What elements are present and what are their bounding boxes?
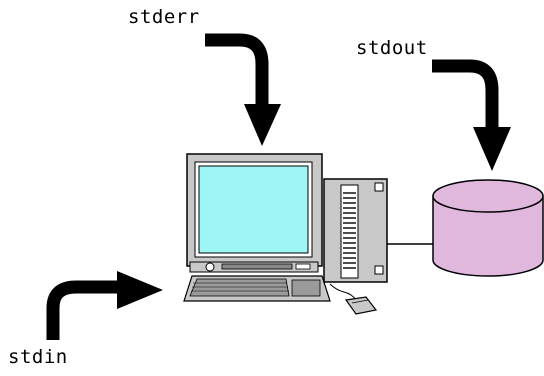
keyboard — [183, 275, 331, 302]
stdout-label: stdout — [356, 37, 428, 59]
monitor — [186, 153, 323, 273]
stdout-arrow — [432, 59, 511, 171]
stdin-arrow — [46, 271, 163, 340]
mouse — [329, 283, 378, 315]
stdin-label: stdin — [8, 346, 68, 368]
stderr-arrow — [205, 33, 281, 146]
monitor-screen — [198, 165, 309, 254]
tower-case — [323, 178, 388, 283]
disk-cylinder — [432, 179, 544, 277]
stderr-label: stderr — [128, 6, 200, 28]
